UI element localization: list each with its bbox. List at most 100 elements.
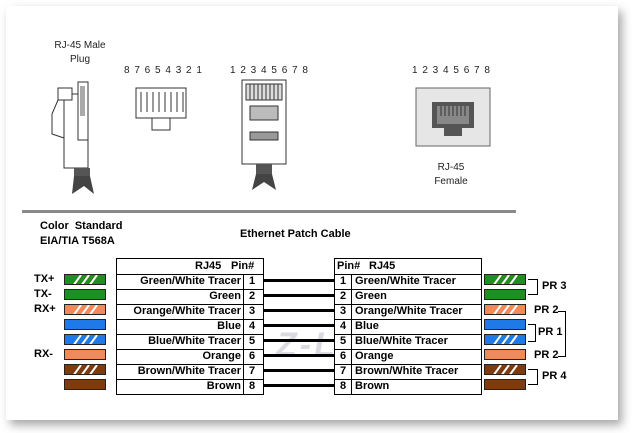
signal-label: TX+ <box>34 273 55 285</box>
row-divider <box>335 349 481 350</box>
side-plug-icon <box>51 81 94 194</box>
plug-front-view-icon <box>241 79 287 190</box>
divider <box>22 210 516 213</box>
wire-color-swatch-left <box>64 379 106 390</box>
pair-label-pr2-bottom: PR 2 <box>534 349 559 361</box>
left-pin-number: 6 <box>249 350 256 362</box>
cable-wire <box>264 324 334 327</box>
row-divider <box>335 379 481 380</box>
row-divider <box>335 304 481 305</box>
right-pin-number: 8 <box>340 380 347 392</box>
cable-wire <box>264 309 334 312</box>
wire-color-swatch-left <box>64 304 106 315</box>
left-pin-number: 5 <box>249 335 256 347</box>
wire-color-swatch-left <box>64 274 106 285</box>
left-pin-number: 4 <box>249 320 256 332</box>
left-pin-number: 7 <box>249 365 256 377</box>
cable-wire <box>264 294 334 297</box>
right-pin-number: 7 <box>340 365 347 377</box>
pair-label-pr2-top: PR 2 <box>534 304 559 316</box>
row-divider <box>117 274 263 275</box>
row-divider <box>117 304 263 305</box>
pair-bracket-pr1 <box>528 324 536 342</box>
row-divider <box>117 349 263 350</box>
left-header-label: RJ45 <box>195 260 222 272</box>
cable-wire <box>264 339 334 342</box>
wire-color-swatch-left <box>64 319 106 330</box>
wire-color-swatch-right <box>484 364 526 375</box>
row-divider <box>335 319 481 320</box>
wire-color-swatch-left <box>64 334 106 345</box>
right-wire-name: Brown <box>355 380 390 392</box>
left-pin-number: 8 <box>249 380 256 392</box>
pin-numbers-forward-plug: 1 2 3 4 5 6 7 8 <box>230 65 309 76</box>
pair-bracket-pr4 <box>528 369 538 385</box>
left-pin-number: 2 <box>249 290 256 302</box>
right-header-label: RJ45 <box>369 260 396 272</box>
right-pin-number: 3 <box>340 305 347 317</box>
wire-color-swatch-right <box>484 274 526 285</box>
left-pin-number: 3 <box>249 305 256 317</box>
female-label: RJ-45 Female <box>434 162 468 187</box>
cable-title: Ethernet Patch Cable <box>240 228 351 240</box>
right-pin-number: 4 <box>340 320 347 332</box>
left-wire-name: Green <box>209 290 241 302</box>
left-wire-name: Blue/White Tracer <box>148 335 241 347</box>
left-wire-name: Blue <box>217 320 241 332</box>
pin-numbers-reverse: 8 7 6 5 4 3 2 1 <box>124 65 203 76</box>
cable-wire <box>264 354 334 357</box>
right-pin-number: 5 <box>340 335 347 347</box>
left-wire-name: Green/White Tracer <box>140 275 241 287</box>
left-pin-number: 1 <box>249 275 256 287</box>
left-wire-name: Brown <box>206 380 241 392</box>
right-wire-name: Orange <box>355 350 394 362</box>
right-wire-name: Blue/White Tracer <box>355 335 448 347</box>
wire-color-swatch-left <box>64 349 106 360</box>
row-divider <box>117 334 263 335</box>
right-wire-name: Orange/White Tracer <box>355 305 463 317</box>
right-wire-name: Green <box>355 290 387 302</box>
pair-label-pr4: PR 4 <box>542 370 567 382</box>
signal-label: TX- <box>34 288 52 300</box>
cable-wire <box>264 384 334 387</box>
left-wire-name: Brown/White Tracer <box>137 365 241 377</box>
pin-numbers-forward-jack: 1 2 3 4 5 6 7 8 <box>412 65 491 76</box>
row-divider <box>335 364 481 365</box>
wire-color-swatch-right <box>484 304 526 315</box>
cable-wire <box>264 279 334 282</box>
wire-color-swatch-right <box>484 349 526 360</box>
male-plug-label: RJ-45 Male Plug <box>54 40 106 65</box>
pair-label-pr1: PR 1 <box>538 326 563 338</box>
left-wire-name: Orange <box>202 350 241 362</box>
signal-label: RX+ <box>34 303 56 315</box>
wire-color-swatch-right <box>484 379 526 390</box>
cable-wire <box>264 369 334 372</box>
diagram-card: RJ-45 Male Plug 8 7 6 5 4 3 2 1 1 2 3 4 … <box>6 6 618 420</box>
row-divider <box>117 319 263 320</box>
row-divider <box>117 364 263 365</box>
wire-color-swatch-right <box>484 334 526 345</box>
wire-color-swatch-right <box>484 319 526 330</box>
jack-icon <box>415 87 491 147</box>
row-divider <box>335 274 481 275</box>
wire-color-swatch-right <box>484 289 526 300</box>
right-pin-number: 2 <box>340 290 347 302</box>
pair-label-pr3: PR 3 <box>542 280 567 292</box>
plug-top-view-icon <box>135 87 187 131</box>
row-divider <box>117 289 263 290</box>
wire-color-swatch-left <box>64 364 106 375</box>
left-wire-name: Orange/White Tracer <box>133 305 241 317</box>
pair-bracket-pr3 <box>528 279 538 295</box>
row-divider <box>117 379 263 380</box>
row-divider <box>335 334 481 335</box>
right-wire-name: Blue <box>355 320 379 332</box>
right-header-pin: Pin# <box>337 260 361 272</box>
right-pin-number: 6 <box>340 350 347 362</box>
left-header-pin: Pin# <box>231 260 255 272</box>
right-wire-name: Green/White Tracer <box>355 275 456 287</box>
right-pin-number: 1 <box>340 275 347 287</box>
right-wire-name: Brown/White Tracer <box>355 365 459 377</box>
pair-bracket-pr2 <box>558 311 566 357</box>
